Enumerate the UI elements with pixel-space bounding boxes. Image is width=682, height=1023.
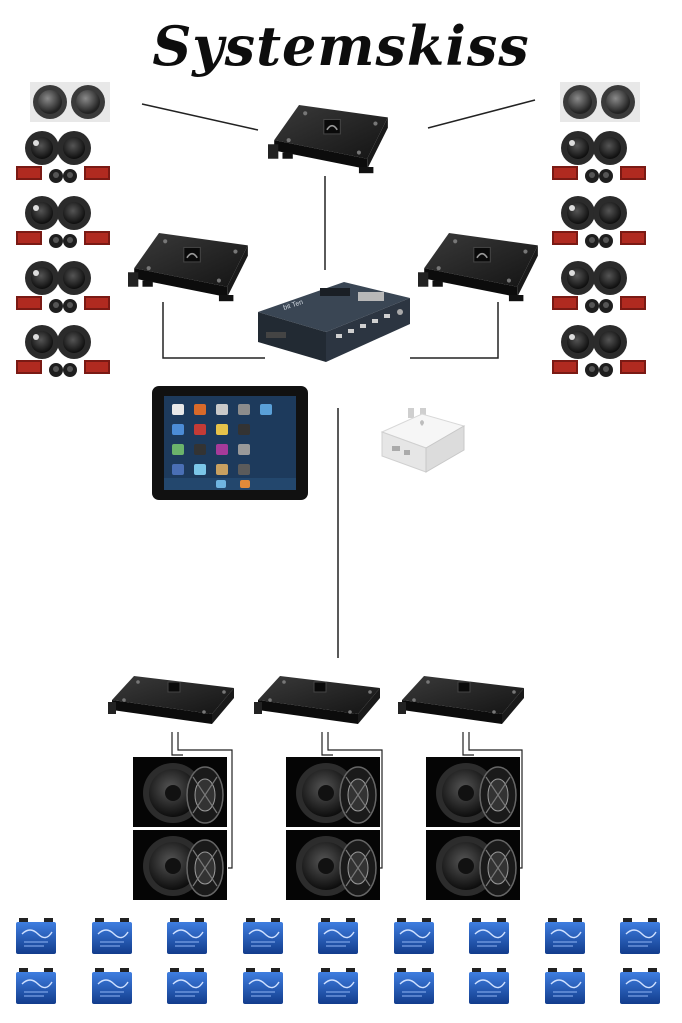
line-sub-amp-2-wire: [321, 732, 333, 756]
line-sub-amp-3-wire-b: [468, 732, 523, 869]
left-amplifier: [128, 222, 252, 306]
battery-12: [167, 968, 207, 1004]
battery-7: [469, 918, 509, 954]
battery-1: [16, 918, 56, 954]
battery-15: [394, 968, 434, 1004]
right-component-set-2: [550, 193, 650, 253]
left-component-set-3: [14, 258, 114, 318]
battery-13: [243, 968, 283, 1004]
right-amplifier: [418, 222, 542, 306]
airport-express: [380, 408, 466, 473]
line-main-amp-right-tweeter: [427, 99, 536, 129]
battery-18: [620, 968, 660, 1004]
battery-3: [167, 918, 207, 954]
battery-16: [469, 968, 509, 1004]
battery-14: [318, 968, 358, 1004]
left-component-set-4: [14, 322, 114, 382]
battery-2: [92, 918, 132, 954]
battery-17: [545, 968, 585, 1004]
page-title: Systemskiss: [152, 14, 530, 78]
battery-10: [16, 968, 56, 1004]
subwoofer-1b: [133, 830, 227, 900]
sub-amplifier-1: [108, 666, 238, 734]
right-tweeter-pair: [558, 82, 642, 122]
subwoofer-3b: [426, 830, 520, 900]
battery-9: [620, 918, 660, 954]
right-component-set-4: [550, 322, 650, 382]
right-component-set-3: [550, 258, 650, 318]
battery-6: [394, 918, 434, 954]
left-component-set-2: [14, 193, 114, 253]
right-component-set-1: [550, 128, 650, 188]
line-sub-amp-3-wire: [462, 732, 474, 756]
main-amplifier: [268, 94, 392, 178]
dsp-processor: bit Ten: [258, 282, 410, 362]
sub-amplifier-3: [398, 666, 528, 734]
left-tweeter-pair: [28, 82, 112, 122]
subwoofer-1a: [133, 757, 227, 827]
left-component-set-1: [14, 128, 114, 188]
subwoofer-2b: [286, 830, 380, 900]
battery-11: [92, 968, 132, 1004]
ipad: [152, 386, 308, 500]
line-sub-amp-2-wire-b: [327, 732, 383, 869]
line-right-amp-dsp: [410, 302, 499, 359]
subwoofer-3a: [426, 757, 520, 827]
battery-4: [243, 918, 283, 954]
line-sub-amp-1-wire-b: [177, 732, 233, 869]
battery-5: [318, 918, 358, 954]
line-main-amp-left-tweeter: [141, 103, 259, 131]
battery-8: [545, 918, 585, 954]
line-left-amp-dsp: [162, 302, 265, 359]
subwoofer-2a: [286, 757, 380, 827]
line-sub-amp-1-wire: [171, 732, 183, 756]
sub-amplifier-2: [254, 666, 384, 734]
